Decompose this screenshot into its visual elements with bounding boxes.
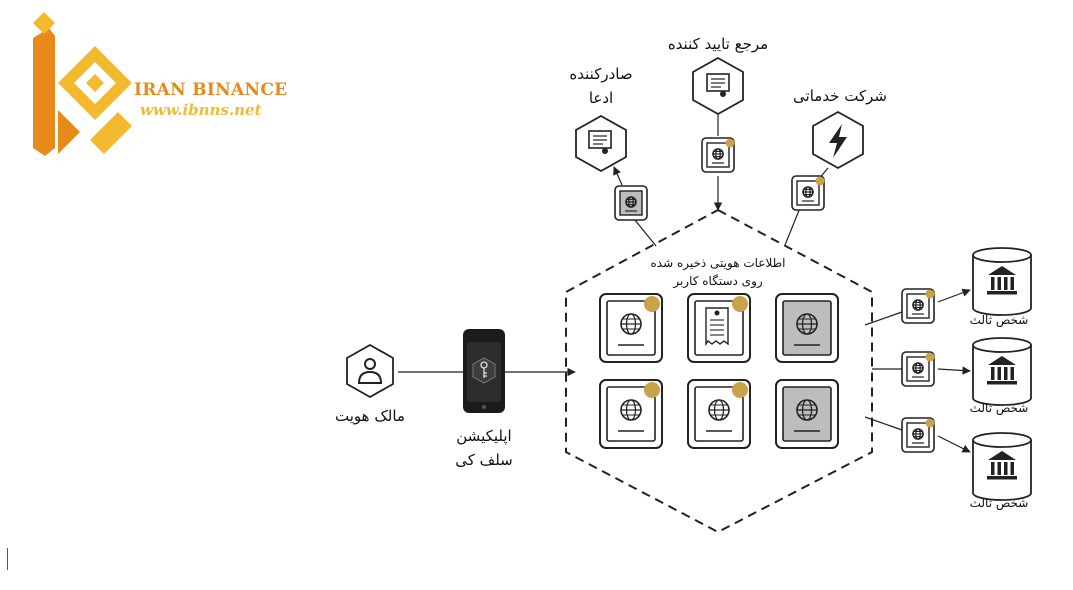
brand-url: www.ibnns.net (140, 101, 262, 119)
credential-badges (614, 137, 935, 453)
lightning-bolt-icon (812, 110, 864, 170)
issuer-certificate-icon (575, 114, 627, 173)
verifier-label: مرجع تایید کننده (667, 35, 769, 53)
issuer-label-line1: صادرکننده (569, 65, 633, 83)
line-service-wallet (784, 207, 801, 246)
arrow-third-party-3 (937, 435, 971, 453)
wallet-label-line1: اطلاعات هویتی ذخیره شده (650, 256, 786, 270)
bank-building-icon (972, 432, 1032, 501)
document-card-icon (687, 293, 751, 363)
third-party-banks (972, 247, 1032, 501)
passport-card-icon (775, 379, 839, 449)
user-icon (346, 343, 394, 399)
passport-card-icon (687, 379, 751, 449)
passport-card-icon (599, 293, 663, 363)
arrow-third-party-1 (937, 288, 971, 303)
third-party-label-3: شخص ثالث (969, 496, 1029, 510)
arrow-to-issuer (613, 166, 623, 186)
line-wallet-badge-1 (864, 311, 903, 326)
third-party-label-1: شخص ثالث (969, 313, 1029, 327)
third-party-label-2: شخص ثالث (969, 401, 1029, 415)
verifier-certificate-icon (692, 56, 744, 116)
credential-badge-icon (614, 185, 648, 221)
app-label-line2: سلف کی (455, 451, 513, 469)
service-label: شرکت خدماتی (793, 87, 887, 105)
edge-mark (7, 548, 8, 570)
arrow-third-party-2 (937, 366, 971, 375)
credential-badge-icon (901, 417, 935, 453)
credential-badge-icon (901, 351, 935, 387)
credential-badge-icon (901, 288, 935, 324)
app-label-line1: اپلیکیشن (456, 427, 512, 445)
wallet-credential-cards (599, 293, 839, 449)
wallet-label-line2: روی دستگاه کاربر (673, 274, 763, 288)
credential-badge-icon (791, 175, 825, 211)
bank-building-icon (972, 337, 1032, 406)
key-icon (463, 329, 505, 413)
line-wallet-badge-3 (864, 416, 903, 431)
brand-logo-icon (33, 12, 132, 156)
bank-building-icon (972, 247, 1032, 316)
owner-label: مالک هویت (335, 407, 405, 425)
credential-badge-icon (701, 137, 735, 173)
brand-name: IRAN BINANCE (134, 80, 288, 100)
passport-card-icon (775, 293, 839, 363)
passport-card-icon (599, 379, 663, 449)
line-issuer-wallet (634, 219, 657, 247)
issuer-label-line2: ادعا (588, 89, 614, 107)
